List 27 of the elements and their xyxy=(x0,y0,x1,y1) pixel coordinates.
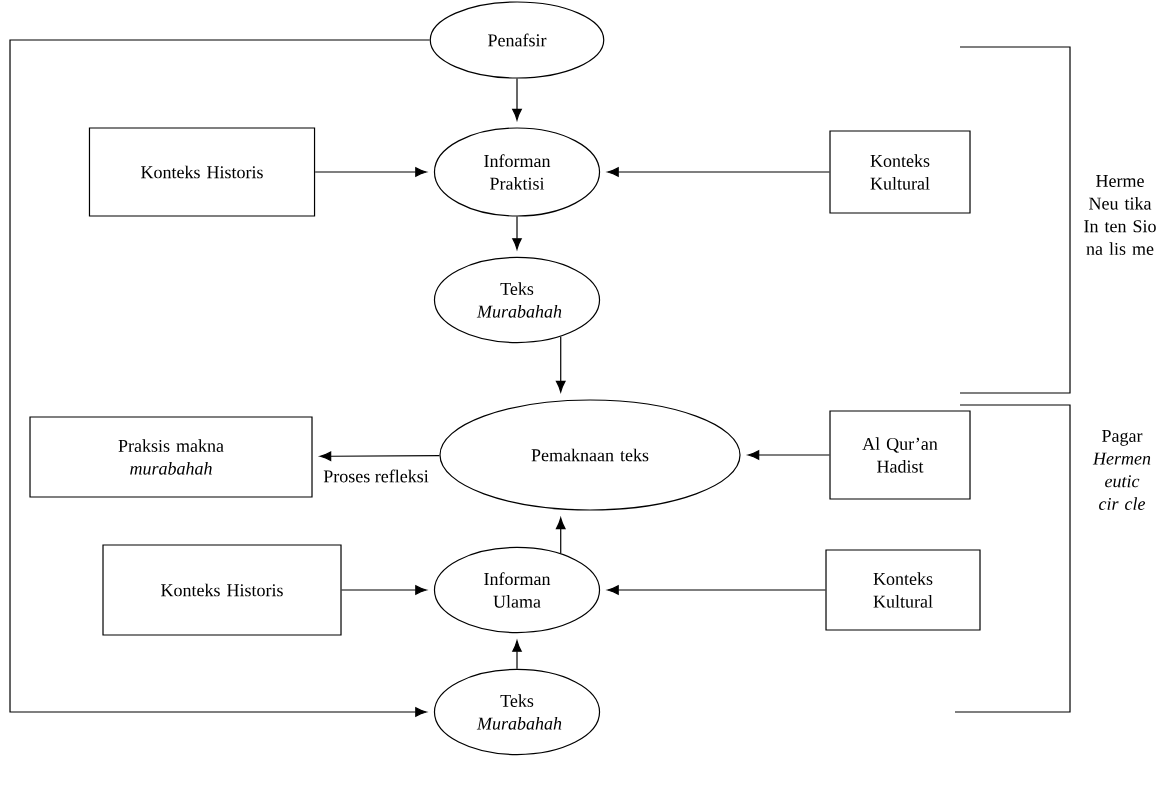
arrow xyxy=(555,336,566,393)
ellipse-node: Informan Praktisi xyxy=(433,127,601,217)
arrow xyxy=(314,167,427,177)
text-box: Konteks Kultural xyxy=(829,130,971,214)
arrow xyxy=(607,585,826,595)
arrow xyxy=(512,216,522,250)
arrow xyxy=(607,167,830,177)
ellipse-node: Penafsir xyxy=(429,1,605,79)
bracket-label: Herme Neu tika In ten Sio na lis me xyxy=(1084,175,1156,255)
arrow xyxy=(319,451,441,462)
edge-label: Proses refleksi xyxy=(321,468,431,484)
text-box: Konteks Kultural xyxy=(825,549,981,631)
arrow xyxy=(747,450,830,460)
text-box: Konteks Historis xyxy=(102,544,342,636)
arrow xyxy=(555,517,566,554)
ellipse-node: Pemaknaan teks xyxy=(439,399,741,511)
ellipse-node: Informan Ulama xyxy=(433,546,601,634)
text-box: Konteks Historis xyxy=(88,127,316,217)
arrow xyxy=(341,585,427,595)
text-box: Praksis makna murabahah xyxy=(29,416,313,498)
text-box: Al Qur’an Hadist xyxy=(829,410,971,500)
arrow xyxy=(512,640,522,670)
ellipse-node: Teks Murabahah xyxy=(433,256,601,344)
arrow xyxy=(9,39,431,717)
arrow xyxy=(512,78,522,121)
ellipse-node: Teks Murabahah xyxy=(433,668,601,756)
bracket-label: Pagar Hermen eutic cir cle xyxy=(1092,430,1151,510)
